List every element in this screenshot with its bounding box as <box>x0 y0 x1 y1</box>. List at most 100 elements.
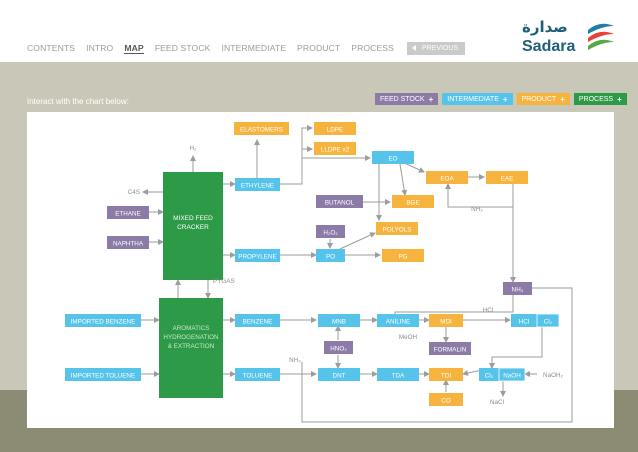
node-mnb-label: MNB <box>332 319 346 326</box>
previous-button[interactable]: PREVIOUS <box>406 41 466 55</box>
logo-arabic: صدارة <box>522 18 568 36</box>
node-pg-label: PG <box>398 254 407 261</box>
nav-contents[interactable]: CONTENTS <box>27 43 76 53</box>
previous-label: PREVIOUS <box>421 44 459 52</box>
node-naphtha[interactable]: NAPHTHA <box>107 236 149 249</box>
logo-mark-icon <box>588 23 614 50</box>
node-mdi-label: MDI <box>440 319 452 326</box>
nav-intermediate[interactable]: INTERMEDIATE <box>221 43 287 53</box>
node-tda-label: TDA <box>392 373 405 380</box>
node-naphtha-label: NAPHTHA <box>113 241 144 248</box>
node-po[interactable]: PO <box>316 249 345 262</box>
plus-icon: + <box>502 94 508 104</box>
node-eoa-label: EOA <box>440 176 454 183</box>
node-imported-benzene-label: IMPORTED BENZENE <box>71 319 136 326</box>
label-c4s: C4S <box>128 189 140 196</box>
nav-map[interactable]: MAP <box>124 42 144 54</box>
node-co-label: CO <box>441 398 451 405</box>
node-hcl-label: HCl <box>519 319 530 326</box>
node-ldpe[interactable]: LDPE <box>314 122 356 135</box>
node-formalin-label: FORMALIN <box>434 347 467 354</box>
aromatics-label-line2: HYDROGENATION <box>163 334 219 341</box>
instructions-text: Interact with the chart below: <box>27 97 129 106</box>
filter-process-label: PROCESS <box>578 95 614 103</box>
label-h2: H₂ <box>190 145 198 152</box>
node-imported-benzene[interactable]: IMPORTED BENZENE <box>65 314 141 327</box>
node-hcl-cl2[interactable]: Cl₂ <box>536 313 560 328</box>
node-tdi[interactable]: TDI <box>429 368 463 381</box>
filter-feed-stock[interactable]: FEED STOCK+ <box>375 93 439 105</box>
node-mnb[interactable]: MNB <box>318 314 360 327</box>
label-meoh: MeOH <box>399 334 418 341</box>
node-hcl[interactable]: HCl <box>511 314 537 327</box>
node-ldpe-label: LDPE <box>327 127 343 134</box>
node-ethylene-label: ETHYLENE <box>241 183 274 190</box>
node-aniline[interactable]: ANILINE <box>377 314 419 327</box>
node-hno3-label: HNO₃ <box>330 346 347 353</box>
label-hcl: HCl <box>483 307 494 314</box>
node-propylene[interactable]: PROPYLENE <box>235 249 280 262</box>
node-tdi-label: TDI <box>441 373 451 380</box>
node-ethylene[interactable]: ETHYLENE <box>235 178 280 191</box>
header: CONTENTS INTRO MAP FEED STOCK INTERMEDIA… <box>0 0 638 62</box>
connectors <box>141 125 573 423</box>
node-pg[interactable]: PG <box>382 249 424 262</box>
node-bge-label: BGE <box>406 200 419 207</box>
label-naoh: NaOH₂ <box>543 372 563 379</box>
node-nh3[interactable]: NH₃ <box>503 282 532 295</box>
node-formalin[interactable]: FORMALIN <box>429 342 471 355</box>
top-nav: CONTENTS INTRO MAP FEED STOCK INTERMEDIA… <box>27 41 466 55</box>
aromatics-label-line3: & EXTRACTION <box>168 343 215 350</box>
node-toluene-label: TOLUENE <box>243 373 273 380</box>
node-butanol[interactable]: BUTANOL <box>316 195 363 208</box>
filter-process[interactable]: PROCESS+ <box>573 93 627 105</box>
node-ethane-label: ETHANE <box>115 211 141 218</box>
node-cl2-label: Cl₂ <box>485 373 494 380</box>
node-mdi[interactable]: MDI <box>429 314 463 327</box>
node-mixed-feed-cracker[interactable]: MIXED FEED CRACKER <box>163 172 223 280</box>
filter-product[interactable]: PRODUCT+ <box>516 93 570 105</box>
nav-product[interactable]: PRODUCT <box>297 43 341 53</box>
filter-intermediate-label: INTERMEDIATE <box>447 95 499 103</box>
node-polyols[interactable]: POLYOLS <box>376 222 418 235</box>
node-elastomers[interactable]: ELASTOMERS <box>234 122 289 135</box>
node-polyols-label: POLYOLS <box>383 227 412 234</box>
filter-intermediate[interactable]: INTERMEDIATE+ <box>442 93 513 105</box>
left-arrow-icon <box>411 45 416 51</box>
label-nh3-lower: NH₃ <box>289 357 301 364</box>
node-hno3[interactable]: HNO₃ <box>324 341 353 354</box>
node-dnt-label: DNT <box>333 373 346 380</box>
cracker-label-line2: CRACKER <box>177 224 209 231</box>
nav-feed-stock[interactable]: FEED STOCK <box>154 43 211 53</box>
node-h2o2[interactable]: H₂O₂ <box>316 225 345 238</box>
node-aromatics-hydrogenation[interactable]: AROMATICS HYDROGENATION & EXTRACTION <box>159 298 223 398</box>
node-benzene-label: BENZENE <box>243 319 273 326</box>
node-imported-toluene[interactable]: IMPORTED TOLUENE <box>65 368 141 381</box>
nav-process[interactable]: PROCESS <box>351 43 394 53</box>
node-ethane[interactable]: ETHANE <box>107 206 149 219</box>
node-naoh[interactable]: NaOH <box>498 367 526 382</box>
node-lldpe-label: LLDPE x2 <box>321 147 350 154</box>
node-benzene[interactable]: BENZENE <box>235 314 280 327</box>
node-butanol-label: BUTANOL <box>325 200 355 207</box>
node-eae[interactable]: EAE <box>486 171 528 184</box>
node-tda[interactable]: TDA <box>377 368 419 381</box>
node-co[interactable]: CO <box>429 393 463 406</box>
node-eoa[interactable]: EOA <box>426 171 468 184</box>
filter-feed-stock-label: FEED STOCK <box>380 95 425 103</box>
node-elastomers-label: ELASTOMERS <box>240 127 283 134</box>
node-toluene[interactable]: TOLUENE <box>235 368 280 381</box>
label-nacl: NaCl <box>490 399 504 406</box>
process-map-panel: ELASTOMERS LDPE LLDPE x2 EOA EAE BGE POL… <box>27 112 614 428</box>
node-cl2[interactable]: Cl₂ <box>479 368 499 381</box>
node-bge[interactable]: BGE <box>392 195 434 208</box>
node-propylene-label: PROPYLENE <box>238 254 277 261</box>
node-eo[interactable]: EO <box>372 151 414 164</box>
node-lldpe[interactable]: LLDPE x2 <box>314 142 356 155</box>
sadara-logo: صدارة Sadara <box>522 18 622 58</box>
node-hcl-cl2-label: Cl₂ <box>544 319 553 326</box>
aromatics-label-line1: AROMATICS <box>173 325 210 332</box>
node-dnt[interactable]: DNT <box>318 368 360 381</box>
nav-intro[interactable]: INTRO <box>86 43 114 53</box>
node-h2o2-label: H₂O₂ <box>323 230 338 237</box>
